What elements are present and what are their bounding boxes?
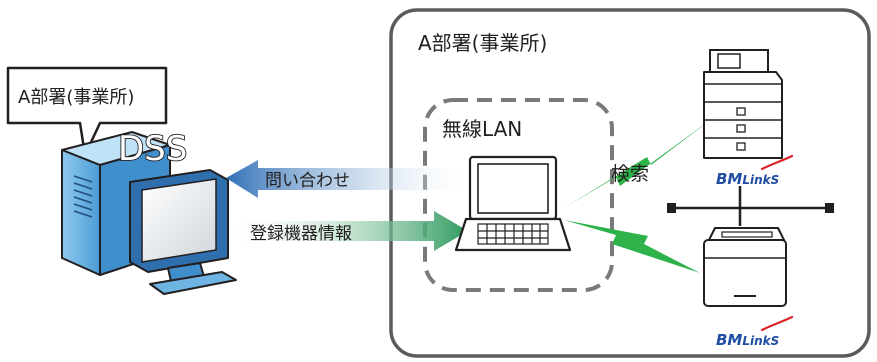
svg-text:BMLinkS: BMLinkS [716, 170, 779, 188]
arrow-info: 登録機器情報 [234, 211, 468, 251]
search-label: 検索 [611, 163, 649, 185]
brand-links: LinkS [742, 334, 779, 348]
desktop-computer-icon [61, 131, 237, 295]
arrow-info-label: 登録機器情報 [250, 224, 352, 244]
wlan-zone [423, 98, 614, 292]
laptop-icon [454, 155, 572, 252]
network-bus [667, 186, 834, 226]
wlan-label: 無線LAN [442, 117, 522, 141]
brand-bm: BM [716, 170, 742, 188]
office-label: A部署(事業所) [418, 31, 547, 55]
speech-label: A部署(事業所) [18, 87, 134, 108]
printer-icon [703, 227, 787, 307]
lightning-icon [564, 118, 713, 208]
svg-text:BMLinkS: BMLinkS [716, 331, 779, 349]
arrow-query: 問い合わせ [226, 160, 468, 198]
multifunction-printer-icon [703, 49, 783, 159]
speech-bubble: A部署(事業所) [6, 66, 168, 157]
brand-logo-bottom: BMLinkS [716, 315, 794, 349]
brand-bm: BM [716, 331, 742, 349]
lightning-icon [564, 220, 700, 273]
arrow-query-label: 問い合わせ [265, 171, 350, 191]
brand-logo-top: BMLinkS [716, 154, 794, 188]
brand-links: LinkS [742, 173, 779, 187]
server-label: DSS [118, 129, 187, 169]
